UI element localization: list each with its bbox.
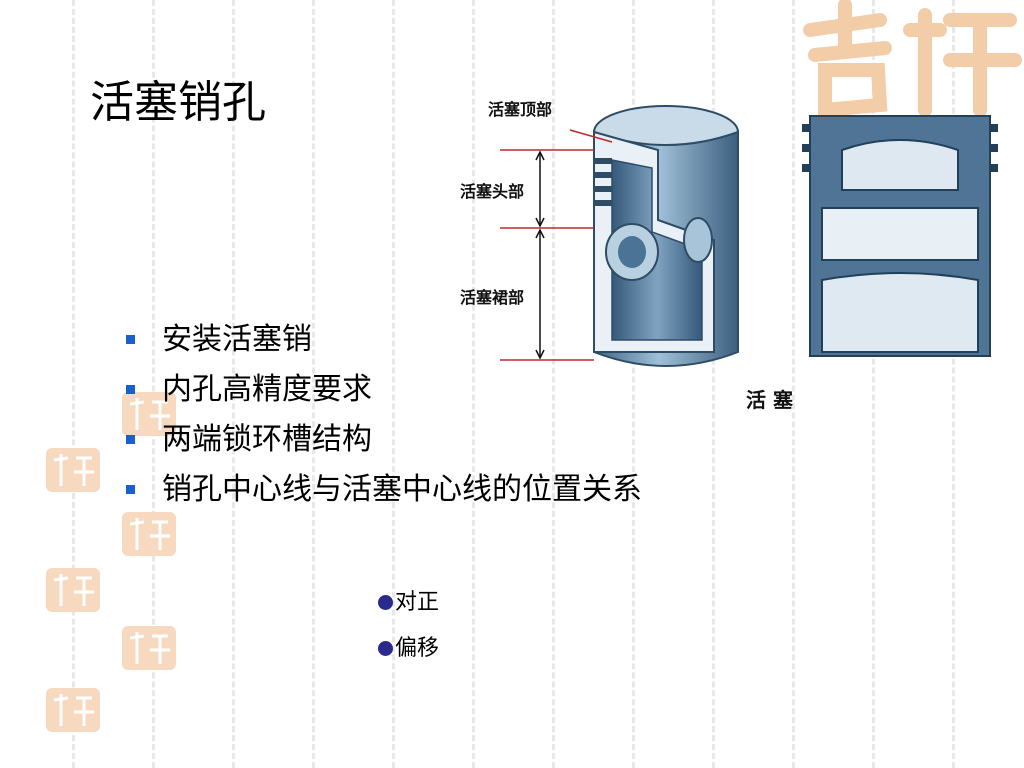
- bullet-item: 销孔中心线与活塞中心线的位置关系: [122, 468, 642, 518]
- large-seal-icon: [803, 0, 1022, 118]
- bg-line: [152, 0, 155, 768]
- bg-line: [792, 0, 795, 768]
- square-bullet-icon: [126, 485, 135, 494]
- piston-illustration: [500, 105, 998, 367]
- slide-title: 活塞销孔: [90, 77, 266, 128]
- bg-line: [72, 0, 75, 768]
- bg-line: [872, 0, 875, 768]
- label-head: 活塞头部: [460, 182, 525, 201]
- dimension-lines: [500, 129, 613, 361]
- dot-bullet-icon: [378, 641, 393, 656]
- figure-caption: 活 塞: [746, 388, 793, 412]
- bg-line: [952, 0, 955, 768]
- bg-line: [632, 0, 635, 768]
- dot-bullet-icon: [378, 595, 393, 610]
- bullet-list: 安装活塞销 内孔高精度要求 两端锁环槽结构 销孔中心线与活塞中心线的位置关系: [122, 318, 642, 518]
- square-bullet-icon: [126, 335, 135, 344]
- bg-line: [232, 0, 235, 768]
- sub-bullet-item: 对正: [378, 586, 439, 632]
- bg-line: [392, 0, 395, 768]
- dimension-arrows: [535, 150, 545, 360]
- square-bullet-icon: [126, 385, 135, 394]
- bullet-item: 内孔高精度要求: [122, 368, 642, 418]
- small-seal-icon: [122, 626, 176, 670]
- bg-line: [712, 0, 715, 768]
- section-piston: [802, 115, 998, 357]
- bg-line: [312, 0, 315, 768]
- piston-figure: 活塞顶部 活塞头部 活塞裙部 活 塞: [452, 90, 1012, 420]
- sub-bullet-item: 偏移: [378, 632, 439, 678]
- small-seal-icon: [122, 512, 176, 556]
- small-seal-icon: [46, 688, 100, 732]
- bg-line: [552, 0, 555, 768]
- small-seal-icon: [46, 448, 100, 492]
- label-skirt: 活塞裙部: [460, 288, 525, 307]
- bullet-item: 两端锁环槽结构: [122, 418, 642, 468]
- small-seal-icon: [46, 568, 100, 612]
- sub-bullet-list: 对正 偏移: [378, 586, 439, 678]
- label-crown: 活塞顶部: [488, 100, 553, 119]
- bullet-item: 安装活塞销: [122, 318, 642, 368]
- square-bullet-icon: [126, 435, 135, 444]
- cutaway-piston: [593, 105, 739, 367]
- small-seal-icon: [122, 392, 176, 436]
- bg-line: [472, 0, 475, 768]
